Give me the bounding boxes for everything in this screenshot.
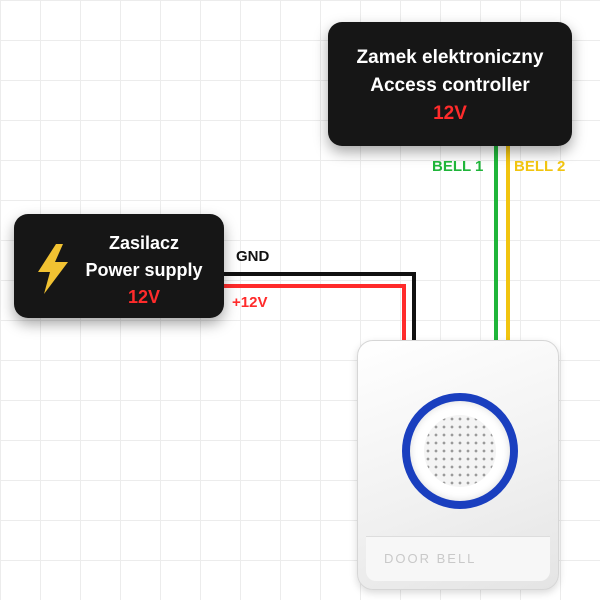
bell1-label: BELL 1	[432, 158, 484, 175]
controller-voltage: 12V	[433, 103, 467, 124]
gnd-wire	[224, 272, 416, 346]
controller-title-en: Access controller	[370, 75, 530, 96]
psu-title-en: Power supply	[85, 260, 203, 280]
power-supply-box: Zasilacz Power supply 12V	[14, 214, 224, 318]
psu-title-pl: Zasilacz	[108, 233, 180, 253]
plus12v-wire	[224, 284, 406, 346]
bell2-label: BELL 2	[514, 158, 566, 175]
doorbell-blue-ring	[402, 393, 518, 509]
doorbell-label: DOOR BELL	[384, 551, 477, 566]
gnd-label: GND	[236, 248, 270, 265]
access-controller-box: Zamek elektroniczny Access controller 12…	[328, 22, 572, 146]
plus12v-label: +12V	[232, 294, 268, 311]
psu-voltage: 12V	[127, 287, 161, 307]
doorbell-label-plate: DOOR BELL	[366, 536, 550, 581]
speaker-grille-icon	[424, 415, 496, 487]
controller-title-pl: Zamek elektroniczny	[356, 47, 544, 68]
lightning-bolt-icon	[38, 244, 68, 294]
doorbell-device: DOOR BELL	[357, 340, 559, 590]
